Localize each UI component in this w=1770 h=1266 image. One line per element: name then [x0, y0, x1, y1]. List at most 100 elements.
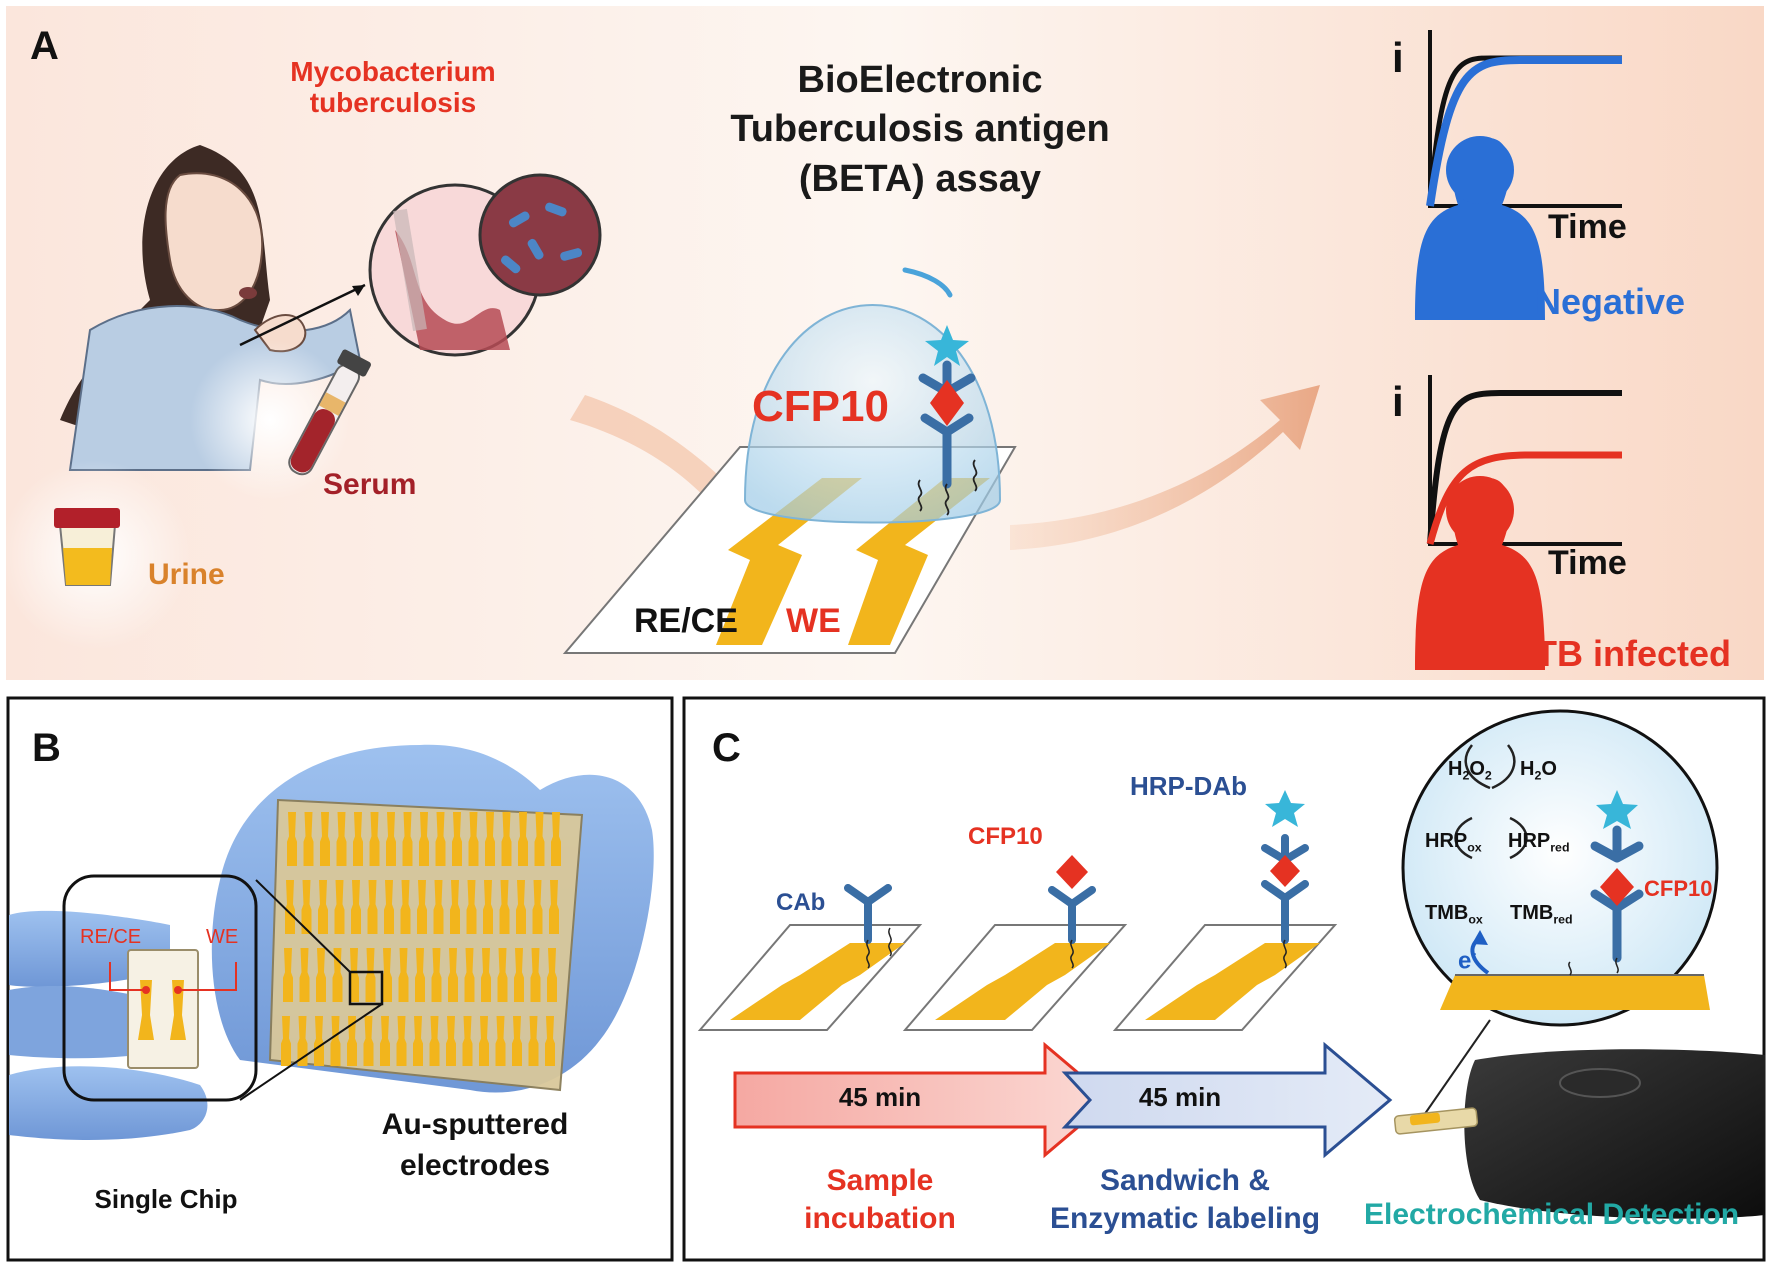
tmb-ox-base: TMB [1425, 902, 1469, 924]
hrp-ox-sub: ox [1467, 840, 1482, 855]
tmb-red-label: TMBred [1510, 902, 1573, 927]
arrow-step-2 [1061, 1041, 1393, 1159]
hrp-dab-label: HRP-DAb [1130, 771, 1247, 801]
sheet-electrode-strip [530, 948, 541, 1002]
electron-label: e- [1458, 946, 1476, 975]
sheet-electrode-strip [402, 812, 413, 866]
sheet-electrode-strip [386, 812, 396, 866]
step-1-label-line-2: incubation [804, 1201, 956, 1235]
sheet-electrode-strip [396, 1016, 407, 1066]
sheet-electrode-strip [301, 880, 312, 934]
time-axis-label-2: Time [1548, 544, 1627, 582]
chip-step-2 [902, 855, 1128, 1031]
assay-title: BioElectronic Tuberculosis antigen (BETA… [680, 56, 1160, 204]
sputtered-label: Au-sputtered electrodes [340, 1105, 610, 1186]
sheet-electrode-strip [314, 1016, 324, 1066]
sheet-electrode-strip [398, 948, 409, 1002]
sheet-electrode-strip [518, 812, 528, 866]
sheet-electrode-strip [429, 1016, 440, 1066]
sheet-electrode-strip [532, 880, 543, 934]
sheet-electrode-strip [417, 880, 427, 934]
chip-step-3 [1112, 790, 1338, 1031]
panel-letter-c: C [712, 726, 741, 770]
electrode-ref-label-a: RE/CE [634, 602, 738, 640]
assay-title-line-3: (BETA) assay [798, 157, 1042, 200]
hrp-ox-base: HRP [1425, 830, 1468, 852]
pathogen-line-2: tuberculosis [309, 87, 477, 119]
sheet-electrode-strip [318, 880, 328, 934]
sheet-electrode-strip [501, 812, 512, 866]
sheet-electrode-strip [380, 1016, 390, 1066]
sheet-electrode-strip [435, 812, 446, 866]
bubble-pointer [1421, 1019, 1491, 1119]
sheet-electrode-strip [281, 1016, 291, 1066]
hrp-red-label: HRPred [1508, 830, 1570, 855]
sheet-electrode-strip [547, 948, 557, 1002]
sheet-electrode-strip [299, 948, 310, 1002]
h2o-base: H [1520, 758, 1535, 780]
sheet-electrode-strip [433, 880, 444, 934]
sheet-electrode-strip [336, 812, 347, 866]
sheet-electrode-strip [450, 880, 460, 934]
urine-cup-icon [54, 508, 120, 586]
sheet-electrode-strip [316, 948, 326, 1002]
sheet-electrode-strip [483, 880, 493, 934]
tmb-ox-label: TMBox [1425, 902, 1483, 927]
sheet-electrode-strip [320, 812, 330, 866]
serum-tube-icon [288, 349, 371, 476]
electrode-work-label-b: WE [206, 926, 239, 948]
sheet-electrode-strip [495, 1016, 506, 1066]
tmb-red-sub: red [1553, 912, 1573, 927]
sheet-electrode-strip [534, 812, 545, 866]
sheet-electrode-strip [400, 880, 411, 934]
time-axis-label-1: Time [1548, 208, 1627, 246]
detection-bubble [1401, 709, 1719, 1027]
electrode-ref-label-b: RE/CE [80, 926, 142, 948]
graph-negative [1415, 30, 1622, 320]
h2o2-sub-1: 2 [1462, 768, 1470, 783]
step-1-label: Sample incubation [770, 1162, 990, 1237]
h2o2-label: H2O2 [1448, 758, 1492, 783]
assay-title-line-2: Tuberculosis antigen [730, 108, 1110, 151]
sheet-electrode-strip [287, 812, 297, 866]
single-chip-label: Single Chip [94, 1184, 238, 1214]
sheet-electrode-strip [384, 880, 394, 934]
h2o-mid: O [1541, 758, 1557, 780]
sheet-electrode-strip [446, 1016, 456, 1066]
hrp-ox-label: HRPox [1425, 830, 1482, 855]
pathogen-line-1: Mycobacterium [290, 56, 496, 87]
electrode-work-label-a: WE [786, 602, 841, 640]
sheet-electrode-strip [351, 880, 361, 934]
sheet-electrode-strip [334, 880, 345, 934]
sheet-electrode-strip [285, 880, 295, 934]
sheet-electrode-strip [448, 948, 458, 1002]
single-chip [62, 874, 383, 1102]
sheet-electrode-strip [365, 948, 376, 1002]
sheet-electrode-strip [415, 948, 425, 1002]
sheet-electrode-strip [330, 1016, 341, 1066]
serum-label: Serum [323, 468, 417, 501]
sheet-electrode-strip [528, 1016, 539, 1066]
current-axis-label-2: i [1392, 378, 1404, 425]
tmb-ox-sub: ox [1468, 912, 1483, 927]
sheet-electrode-strip [347, 1016, 357, 1066]
sheet-electrode-strip [551, 812, 561, 866]
sheet-electrode-strip [481, 948, 491, 1002]
sheet-electrode-strip [514, 948, 524, 1002]
sheet-electrode-strip [353, 812, 363, 866]
urine-label: Urine [148, 558, 225, 591]
sheet-electrode-strip [479, 1016, 489, 1066]
electron-sup: - [1471, 946, 1477, 962]
h2o-sub-1: 2 [1534, 768, 1542, 783]
negative-label: Negative [1535, 281, 1686, 322]
sheet-electrode-strip [297, 1016, 308, 1066]
lung-magnification [239, 173, 602, 357]
step-2-label: Sandwich & Enzymatic labeling [1030, 1162, 1340, 1237]
step-2-label-line-1: Sandwich & [1099, 1164, 1271, 1197]
sheet-electrode-strip [462, 1016, 473, 1066]
step-2-label-line-2: Enzymatic labeling [1049, 1201, 1321, 1235]
antigen-label-a: CFP10 [752, 382, 889, 431]
sheet-electrode-strip [512, 1016, 522, 1066]
hrp-red-base: HRP [1508, 830, 1551, 852]
